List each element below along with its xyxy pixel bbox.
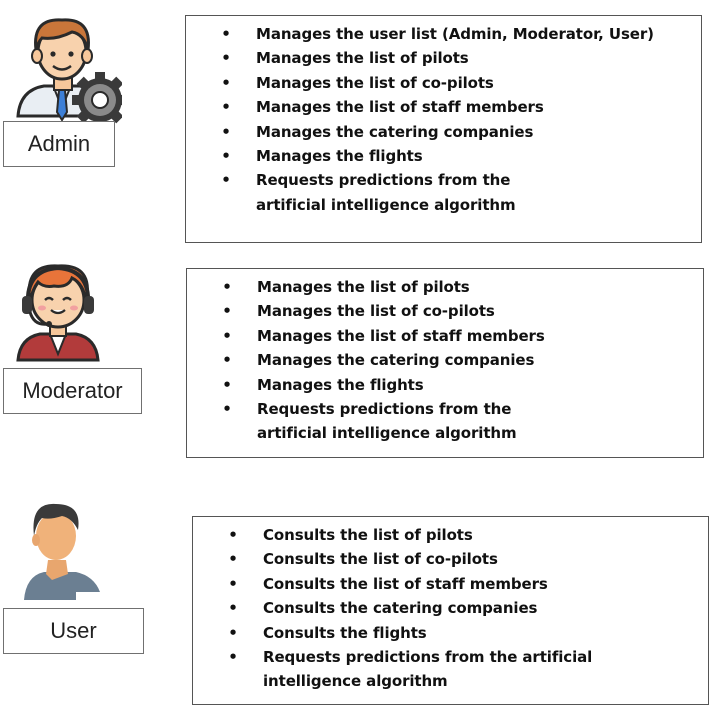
permission-text: Consults the list of staff members [263,574,548,593]
permission-list-user: • Consults the list of pilots • Consults t… [226,523,708,694]
bullet-icon: • [222,351,232,370]
permission-text: Manages the list of pilots [256,49,469,68]
permission-item: • Manages the catering companies [219,120,701,144]
permission-text: Consults the list of pilots [263,526,473,544]
bullet-icon: • [221,147,231,166]
bullet-icon: • [221,25,231,43]
permission-item: • Manages the list of pilots [219,46,701,70]
permission-item: • Manages the list of staff members [220,324,703,348]
role-label-user: User [3,608,144,654]
bullet-icon: • [228,599,238,618]
permission-box-moderator: • Manages the list of pilots • Manages the… [186,268,704,458]
permission-text: Manages the catering companies [257,351,535,370]
permission-text: Manages the flights [256,147,423,166]
permission-item: • Manages the list of staff members [219,95,701,119]
permission-item: • Requests predictions from the artificia… [219,168,576,217]
role-label-moderator: Moderator [3,368,142,414]
permission-list-admin: • Manages the user list (Admin, Moderator… [219,22,701,217]
permission-item: • Manages the list of pilots [220,275,703,299]
permission-box-admin: • Manages the user list (Admin, Moderator… [185,15,702,243]
bullet-icon: • [221,98,231,117]
bullet-icon: • [221,49,231,68]
role-label-admin: Admin [3,121,115,167]
bullet-icon: • [222,400,232,419]
permission-item: • Consults the list of pilots [226,523,708,547]
permission-item: • Manages the list of co-pilots [220,299,703,323]
permission-box-user: • Consults the list of pilots • Consults t… [192,516,709,705]
permission-text: Requests predictions from the artificial… [257,400,517,443]
permission-item: • Manages the flights [219,144,701,168]
permission-item: • Consults the list of staff members [226,572,708,596]
permission-item: • Manages the catering companies [220,348,703,372]
moderator-headset-avatar-icon [10,258,106,362]
bullet-icon: • [221,171,231,190]
bullet-icon: • [228,526,238,544]
permission-text: Requests predictions from the artificial… [263,648,593,691]
permission-item: • Requests predictions from the artificia… [226,645,603,694]
permission-text: Manages the flights [257,375,424,394]
permission-item: • Requests predictions from the artificia… [220,397,577,446]
bullet-icon: • [228,574,238,593]
permission-text: Manages the user list (Admin, Moderator,… [256,25,654,43]
bullet-icon: • [221,122,231,141]
user-avatar-icon [22,500,112,600]
permission-text: Consults the list of co-pilots [263,550,498,569]
permission-text: Manages the list of pilots [257,278,470,296]
permission-text: Requests predictions from the artificial… [256,171,516,214]
permission-text: Manages the catering companies [256,122,534,141]
permission-item: • Consults the catering companies [226,596,708,620]
bullet-icon: • [222,326,232,345]
bullet-icon: • [222,302,232,321]
permission-text: Manages the list of co-pilots [256,73,494,92]
bullet-icon: • [222,278,232,296]
bullet-icon: • [228,550,238,569]
permission-list-moderator: • Manages the list of pilots • Manages the… [220,275,703,446]
permission-item: • Manages the flights [220,373,703,397]
bullet-icon: • [222,375,232,394]
permission-item: • Consults the list of co-pilots [226,547,708,571]
bullet-icon: • [221,73,231,92]
permission-text: Consults the flights [263,623,427,642]
permission-item: • Manages the user list (Admin, Moderator… [219,22,701,46]
admin-gear-avatar-icon [10,8,128,128]
permission-text: Manages the list of staff members [257,326,545,345]
bullet-icon: • [228,623,238,642]
permission-text: Manages the list of co-pilots [257,302,495,321]
permission-item: • Manages the list of co-pilots [219,71,701,95]
bullet-icon: • [228,648,238,667]
permission-text: Consults the catering companies [263,599,538,618]
permission-text: Manages the list of staff members [256,98,544,117]
permission-item: • Consults the flights [226,621,708,645]
